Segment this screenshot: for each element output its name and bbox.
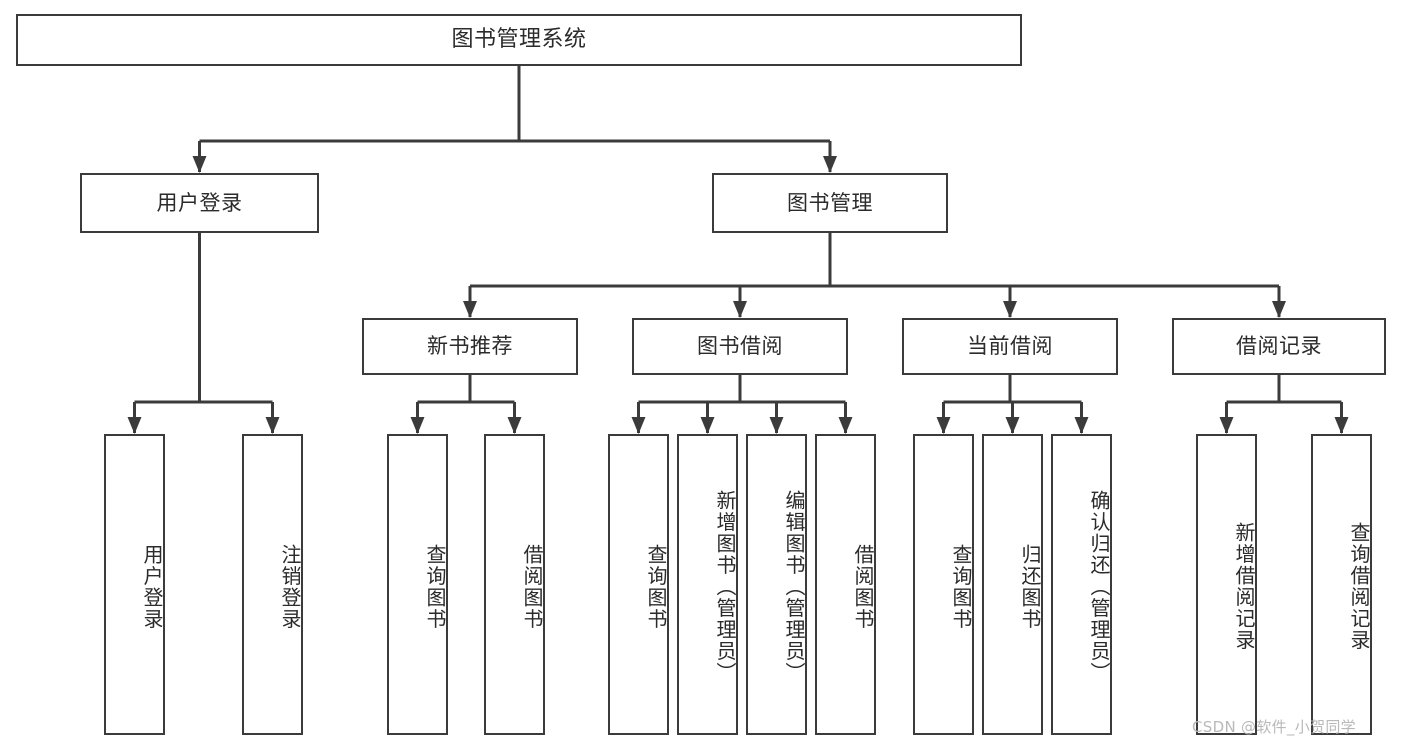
node-leaf-add-book[interactable]: 新增图书（管理员） [677, 434, 738, 735]
node-book-manage[interactable]: 图书管理 [712, 173, 948, 233]
node-leaf-query-book-c[interactable]: 查询图书 [913, 434, 974, 735]
node-leaf-logout[interactable]: 注销登录 [242, 434, 303, 735]
node-leaf-borrow-book-a[interactable]: 借阅图书 [484, 434, 545, 735]
node-leaf-query-record[interactable]: 查询借阅记录 [1311, 434, 1372, 735]
node-user-login[interactable]: 用户登录 [80, 173, 319, 233]
node-leaf-confirm-return[interactable]: 确认归还（管理员） [1051, 434, 1112, 735]
node-leaf-query-book-b[interactable]: 查询图书 [608, 434, 669, 735]
csdn-watermark: CSDN @软件_小贺同学 [1192, 718, 1356, 736]
node-leaf-add-record[interactable]: 新增借阅记录 [1196, 434, 1257, 735]
node-book-borrow[interactable]: 图书借阅 [632, 318, 848, 375]
node-leaf-borrow-book-b[interactable]: 借阅图书 [815, 434, 876, 735]
node-root[interactable]: 图书管理系统 [16, 14, 1022, 66]
node-leaf-user-login[interactable]: 用户登录 [104, 434, 165, 735]
node-new-book-rec[interactable]: 新书推荐 [362, 318, 578, 375]
node-leaf-return-book[interactable]: 归还图书 [982, 434, 1043, 735]
node-leaf-edit-book[interactable]: 编辑图书（管理员） [746, 434, 807, 735]
node-current-borrow[interactable]: 当前借阅 [902, 318, 1118, 375]
node-leaf-query-book-a[interactable]: 查询图书 [387, 434, 448, 735]
node-borrow-record[interactable]: 借阅记录 [1172, 318, 1386, 375]
